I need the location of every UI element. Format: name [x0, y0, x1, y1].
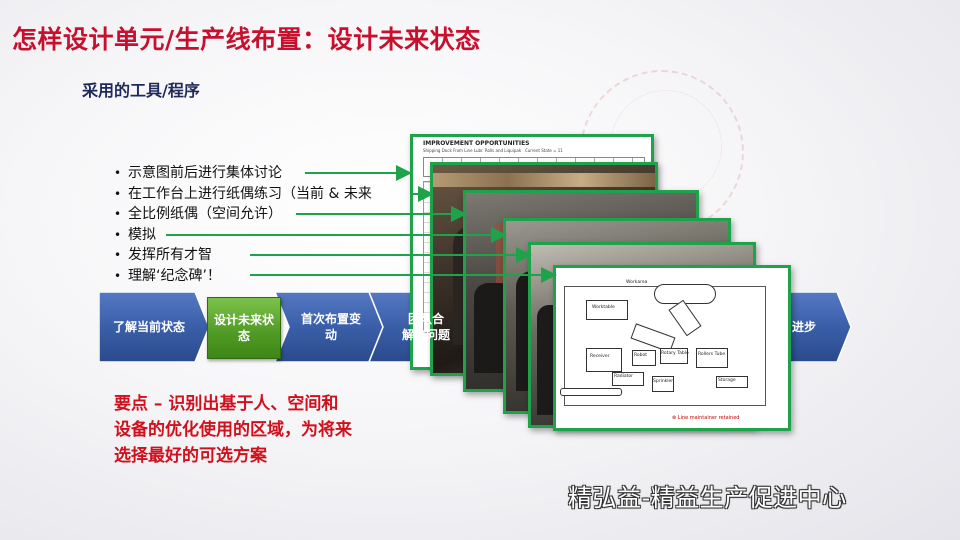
watermark: 精弘益-精益生产促进中心	[568, 478, 847, 513]
key-point-text: 要点 – 识别出基于人、空间和 设备的优化使用的区域，为将来 选择最好的可选方案	[114, 391, 434, 469]
process-step-future-state-active: 设计未来状态	[207, 297, 281, 359]
